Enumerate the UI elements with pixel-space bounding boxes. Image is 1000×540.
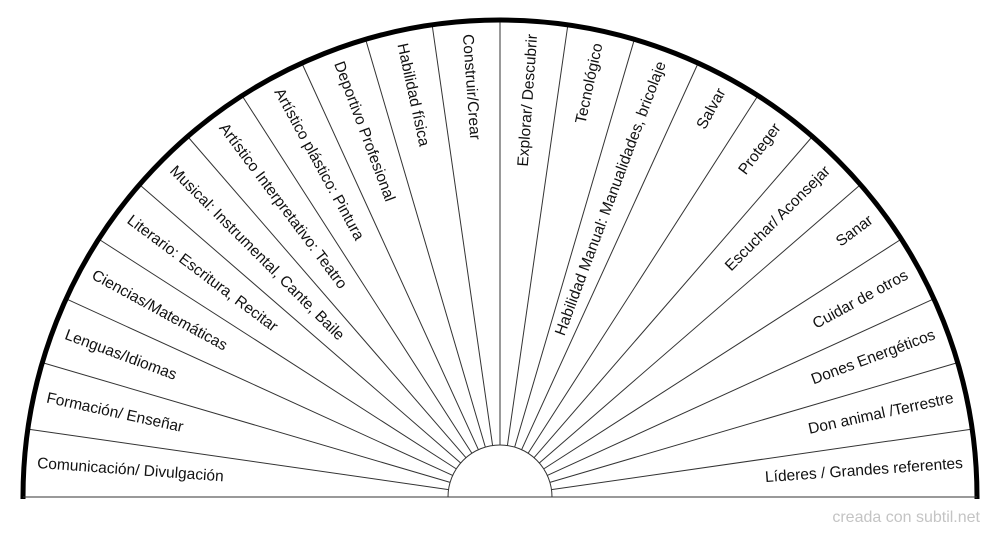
segment-divider [65,298,453,476]
segment-divider [187,136,467,459]
segment-label: Habilidad Manual: Manualidades, bricolaj… [552,59,670,338]
segment-label: Construir/Crear [459,34,484,141]
segment-label: Formación/ Enseñar [45,390,185,436]
segment-label: Deportivo Profesional [330,59,398,204]
center-hub-arc [447,444,553,498]
segment-divider [301,62,479,450]
segment-divider [506,24,569,446]
segment-divider [543,238,902,470]
segment-label: Escuchar/ Aconsejar [722,163,834,275]
segment-divider [538,184,861,464]
segment-divider [139,184,462,464]
segment-label: Lenguas/Idiomas [62,327,179,384]
segment-label: Tecnológico [573,42,607,126]
segment-divider [98,238,457,470]
segment-label: Literario: Escritura, Recitar [124,212,281,336]
segment-label: Proteger [735,120,784,178]
segment-label: Sanar [833,212,876,250]
segment-label: Salvar [693,85,729,132]
segment-divider [549,362,958,483]
segment-label: Don animal /Terrestre [807,390,955,438]
segment-divider [42,362,451,483]
segment-divider [365,39,486,448]
outer-rim-arc [20,17,980,499]
segment-divider [527,95,759,454]
segment-divider [431,24,494,446]
segment-label: Cuidar de otros [810,267,911,333]
segment-divider [514,39,635,448]
segment-label: Dones Energéticos [809,326,938,388]
segment-divider [521,62,699,450]
segment-label: Comunicación/ Divulgación [37,455,225,485]
segment-label: Líderes / Grandes referentes [765,455,964,486]
segment-divider [241,95,473,454]
segment-divider [533,136,813,459]
segment-divider [547,298,935,476]
credit-text: creada con subtil.net [832,509,980,526]
segment-label: Explorar/ Descubrir [515,34,541,168]
segment-label: Habilidad física [393,42,432,149]
segment-divider [27,428,449,491]
segment-divider [551,428,973,491]
